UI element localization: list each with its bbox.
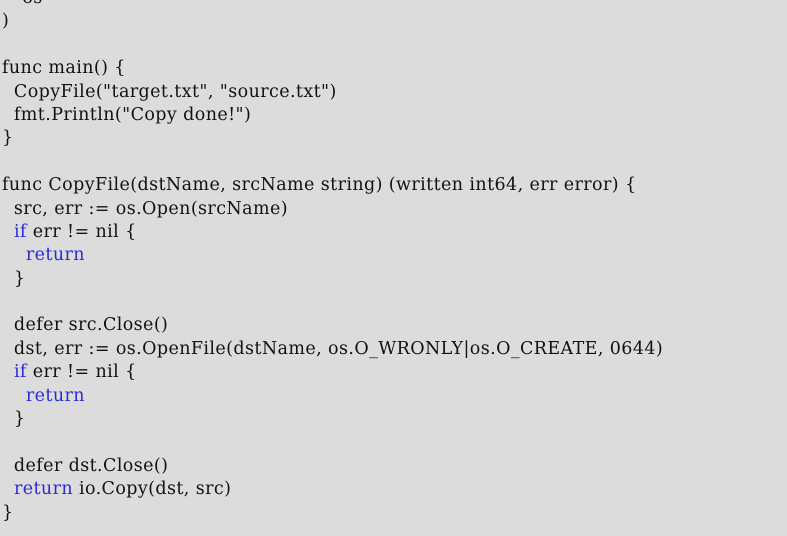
code-line: src, err := os.Open(srcName): [2, 198, 787, 221]
code-line: [2, 431, 787, 454]
code-line: fmt.Println("Copy done!"): [2, 104, 787, 127]
code-token: ): [2, 11, 10, 32]
code-token: "os": [2, 0, 51, 8]
code-token: fmt.Println("Copy done!"): [2, 104, 252, 125]
code-token: func main() {: [2, 58, 126, 79]
code-line: if err != nil {: [2, 221, 787, 244]
code-token: }: [2, 409, 26, 430]
code-token: io.Copy(dst, src): [73, 479, 232, 500]
code-line: defer src.Close(): [2, 314, 787, 337]
code-line: CopyFile("target.txt", "source.txt"): [2, 81, 787, 104]
code-token: [2, 245, 26, 265]
code-token: [2, 222, 14, 242]
code-token: }: [2, 128, 14, 149]
code-line: if err != nil {: [2, 361, 787, 384]
code-line: [2, 151, 787, 174]
code-token: }: [2, 502, 14, 523]
code-line: return io.Copy(dst, src): [2, 478, 787, 501]
code-block: "os") func main() { CopyFile("target.txt"…: [2, 0, 787, 525]
code-token: [2, 479, 14, 499]
code-token: src, err := os.Open(srcName): [2, 198, 288, 219]
code-line: return: [2, 244, 787, 267]
code-line: "os": [2, 0, 787, 10]
code-token: dst, err := os.OpenFile(dstName, os.O_WR…: [2, 338, 664, 359]
code-line: func CopyFile(dstName, srcName string) (…: [2, 174, 787, 197]
code-line: }: [2, 268, 787, 291]
code-token: }: [2, 268, 26, 289]
code-line: defer dst.Close(): [2, 455, 787, 478]
code-line: [2, 34, 787, 57]
code-line: return: [2, 385, 787, 408]
code-token: [2, 386, 26, 406]
code-line: }: [2, 408, 787, 431]
keyword-token: return: [13, 479, 73, 500]
keyword-token: if: [13, 362, 27, 383]
code-token: CopyFile("target.txt", "source.txt"): [2, 81, 337, 102]
code-token: defer src.Close(): [2, 315, 169, 336]
code-token: err != nil {: [26, 362, 137, 383]
code-line: func main() {: [2, 57, 787, 80]
code-token: [2, 362, 14, 382]
code-token: defer dst.Close(): [2, 455, 169, 476]
code-line: }: [2, 127, 787, 150]
code-line: dst, err := os.OpenFile(dstName, os.O_WR…: [2, 338, 787, 361]
keyword-token: return: [25, 385, 85, 406]
keyword-token: return: [25, 245, 85, 266]
code-line: ): [2, 10, 787, 33]
code-line: }: [2, 502, 787, 525]
keyword-token: if: [13, 221, 27, 242]
code-line: [2, 291, 787, 314]
code-token: func CopyFile(dstName, srcName string) (…: [2, 175, 637, 196]
code-token: err != nil {: [26, 221, 137, 242]
